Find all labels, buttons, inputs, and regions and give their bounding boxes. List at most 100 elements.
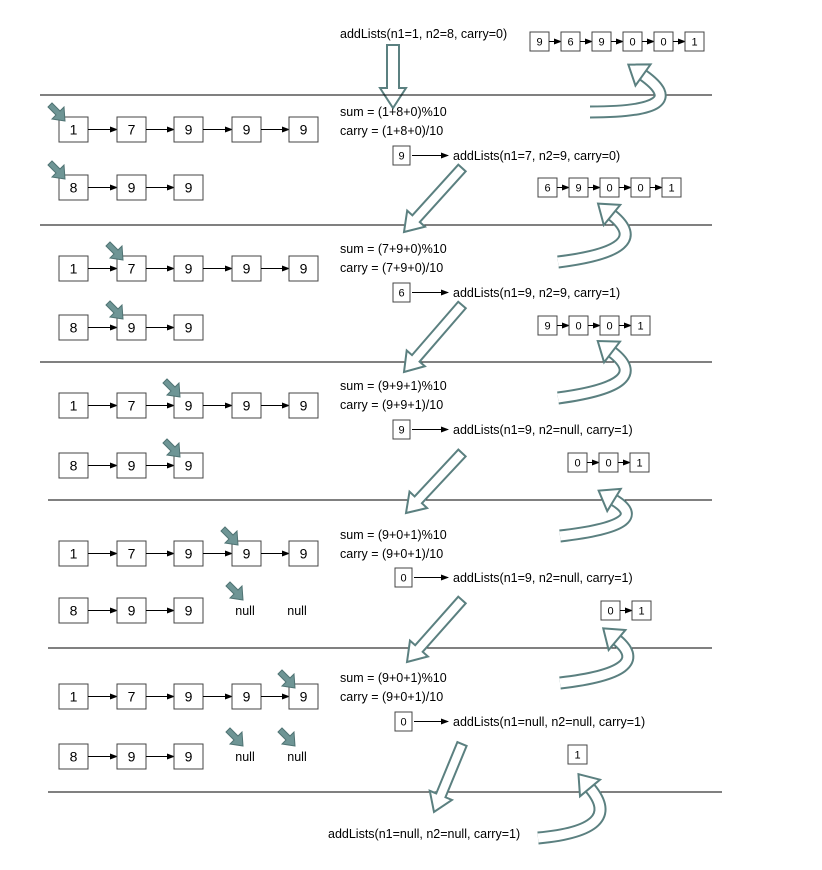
digit-value: 9 <box>398 425 404 437</box>
list2-node-value: 9 <box>128 749 136 765</box>
list2-pointer-icon <box>225 581 244 601</box>
list2-node-value: 9 <box>185 320 193 336</box>
curved-arrow-head <box>577 772 603 799</box>
list2-node-box <box>173 597 204 624</box>
list2-node-value: 9 <box>185 749 193 765</box>
curved-arrow-fill <box>537 785 605 843</box>
result-list-node-value: 6 <box>544 183 550 195</box>
carry-formula: carry = (9+9+1)/10 <box>340 398 443 412</box>
result-list-node-box <box>567 744 588 765</box>
list1-node-box <box>173 683 204 710</box>
carry-formula: carry = (7+9+0)/10 <box>340 261 443 275</box>
result-list-node-value: 0 <box>606 321 612 333</box>
digit-value: 6 <box>398 288 404 300</box>
top-result-node-box <box>684 31 705 52</box>
list1-node-value: 1 <box>70 261 78 277</box>
list1-node-box <box>288 116 319 143</box>
result-list-node-value: 0 <box>607 606 613 618</box>
list2-node-box <box>58 452 89 479</box>
recursion-arrow <box>402 163 468 234</box>
carry-formula: carry = (9+0+1)/10 <box>340 690 443 704</box>
result-list-node-box <box>661 177 682 198</box>
result-list-node-value: 9 <box>575 183 581 195</box>
result-list-node-box <box>630 315 651 336</box>
list1-pointer-icon <box>220 526 239 546</box>
list2-node-value: 8 <box>70 180 78 196</box>
curved-arrow-head <box>601 627 628 653</box>
list1-pointer-icon <box>105 241 124 261</box>
list2-node-box <box>173 174 204 201</box>
sum-formula: sum = (9+0+1)%10 <box>340 528 447 542</box>
list1-node-value: 1 <box>70 122 78 138</box>
list1-node-box <box>58 540 89 567</box>
curved-arrow-fill <box>559 496 631 541</box>
list2-node-box <box>116 743 147 770</box>
list1-node-box <box>231 683 262 710</box>
return-arrow <box>537 772 607 845</box>
digit-box <box>394 567 413 588</box>
list1-node-box <box>288 683 319 710</box>
return-arrow <box>559 627 635 690</box>
curved-arrow-fill <box>557 211 630 267</box>
list1-node-value: 9 <box>243 689 251 705</box>
list2-node-box <box>58 314 89 341</box>
list1-node-box <box>231 540 262 567</box>
recursion-arrow <box>405 595 468 664</box>
recursion-arrow <box>428 740 468 814</box>
list2-node-value: 8 <box>70 320 78 336</box>
list1-node-value: 9 <box>185 546 193 562</box>
digit-box <box>392 419 411 440</box>
return-arrow <box>557 202 632 269</box>
list2-node-value: 8 <box>70 458 78 474</box>
list1-node-value: 9 <box>243 546 251 562</box>
return-arrow <box>559 487 633 543</box>
list2-pointer-icon <box>105 300 124 320</box>
list2-node-box <box>173 452 204 479</box>
list2-node-value: 9 <box>185 458 193 474</box>
null-label: null <box>235 604 254 618</box>
list1-node-value: 7 <box>128 122 136 138</box>
recursive-call-label: addLists(n1=null, n2=null, carry=1) <box>453 715 645 729</box>
result-list-node-box <box>631 600 652 621</box>
final-call-label: addLists(n1=null, n2=null, carry=1) <box>328 827 520 841</box>
curved-arrow-fill <box>589 71 665 117</box>
list1-node-box <box>288 540 319 567</box>
top-result-node-value: 9 <box>536 37 542 49</box>
list1-node-value: 9 <box>185 689 193 705</box>
list1-node-value: 9 <box>185 122 193 138</box>
list2-node-value: 9 <box>128 603 136 619</box>
list1-node-box <box>231 392 262 419</box>
curved-arrow-fill <box>559 636 633 688</box>
recursion-arrow <box>404 448 468 515</box>
list2-pointer-icon <box>225 727 244 747</box>
sum-formula: sum = (9+0+1)%10 <box>340 671 447 685</box>
list1-node-value: 7 <box>128 689 136 705</box>
list1-node-value: 9 <box>243 122 251 138</box>
list1-node-value: 9 <box>300 689 308 705</box>
list1-node-value: 9 <box>185 398 193 414</box>
list1-node-box <box>58 392 89 419</box>
sum-formula: sum = (1+8+0)%10 <box>340 105 447 119</box>
curved-arrow-head <box>597 487 623 514</box>
recursive-call-label: addLists(n1=9, n2=9, carry=1) <box>453 286 620 300</box>
list2-node-box <box>173 743 204 770</box>
result-list-node-box <box>629 452 650 473</box>
result-list-node-value: 1 <box>636 458 642 470</box>
list1-node-box <box>288 392 319 419</box>
list2-pointer-icon <box>47 160 66 180</box>
recursive-call-label: addLists(n1=9, n2=null, carry=1) <box>453 423 633 437</box>
list2-node-value: 9 <box>128 458 136 474</box>
list1-node-value: 9 <box>300 122 308 138</box>
list1-node-value: 9 <box>243 398 251 414</box>
top-result-node-value: 0 <box>629 37 635 49</box>
list1-node-value: 9 <box>300 398 308 414</box>
null-label: null <box>235 750 254 764</box>
list2-node-box <box>116 174 147 201</box>
list1-node-value: 1 <box>70 689 78 705</box>
list1-node-box <box>173 255 204 282</box>
top-result-node-value: 0 <box>660 37 666 49</box>
curved-arrow-head <box>596 202 623 228</box>
list1-node-value: 1 <box>70 546 78 562</box>
result-list-node-value: 1 <box>668 183 674 195</box>
